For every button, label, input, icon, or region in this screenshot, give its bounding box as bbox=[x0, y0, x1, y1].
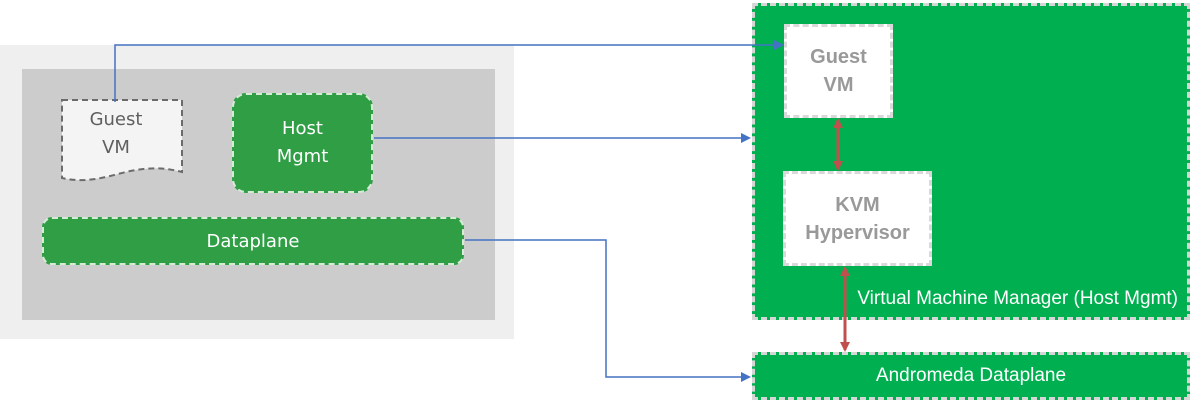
guest-vm-right-line2: VM bbox=[823, 74, 854, 96]
host-mgmt-line2: Mgmt bbox=[276, 146, 329, 167]
guest-vm-left-line1: Guest bbox=[89, 109, 143, 130]
dataplane-label: Dataplane bbox=[206, 230, 300, 252]
guest-vm-right-box: Guest VM bbox=[784, 24, 893, 118]
host-mgmt-box: Host Mgmt bbox=[232, 93, 373, 193]
andromeda-label: Andromeda Dataplane bbox=[875, 365, 1067, 386]
kvm-hypervisor-box: KVM Hypervisor bbox=[783, 171, 932, 266]
guest-vm-right-line1: Guest bbox=[810, 46, 867, 68]
kvm-line2: Hypervisor bbox=[805, 221, 910, 244]
host-mgmt-line1: Host bbox=[282, 118, 323, 139]
vmm-label: Virtual Machine Manager (Host Mgmt) bbox=[857, 288, 1178, 309]
kvm-line1: KVM bbox=[835, 193, 880, 216]
andromeda-dataplane-box: Andromeda Dataplane bbox=[752, 352, 1190, 400]
guest-vm-left-label: Guest VM bbox=[66, 106, 166, 166]
dataplane-box: Dataplane bbox=[42, 217, 464, 265]
dataplane-connector-arrow bbox=[465, 239, 751, 382]
guest-vm-left-line2: VM bbox=[102, 137, 130, 158]
guest-vm-connector-arrow bbox=[114, 40, 784, 102]
